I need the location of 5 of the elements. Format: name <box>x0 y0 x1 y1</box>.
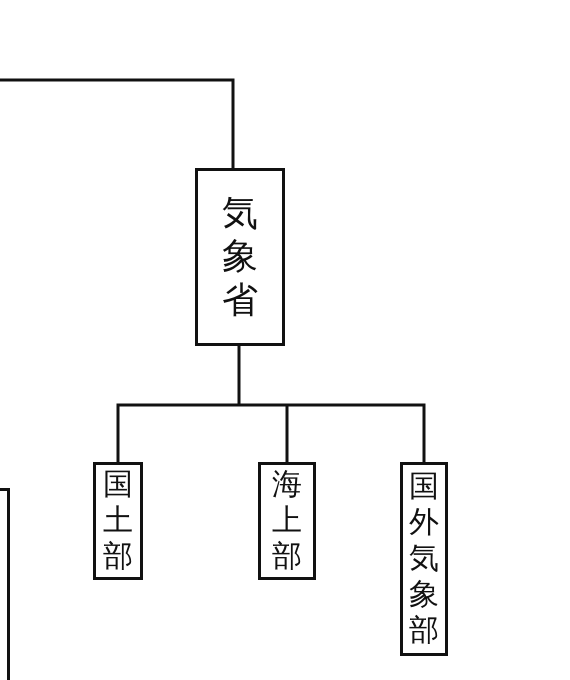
connector-line <box>0 78 234 168</box>
department-box: 海上部 <box>258 462 316 580</box>
department-box: 気象省 <box>195 168 285 346</box>
department-box: 国外気象部 <box>400 462 448 656</box>
department-box: 国土部 <box>93 462 143 580</box>
